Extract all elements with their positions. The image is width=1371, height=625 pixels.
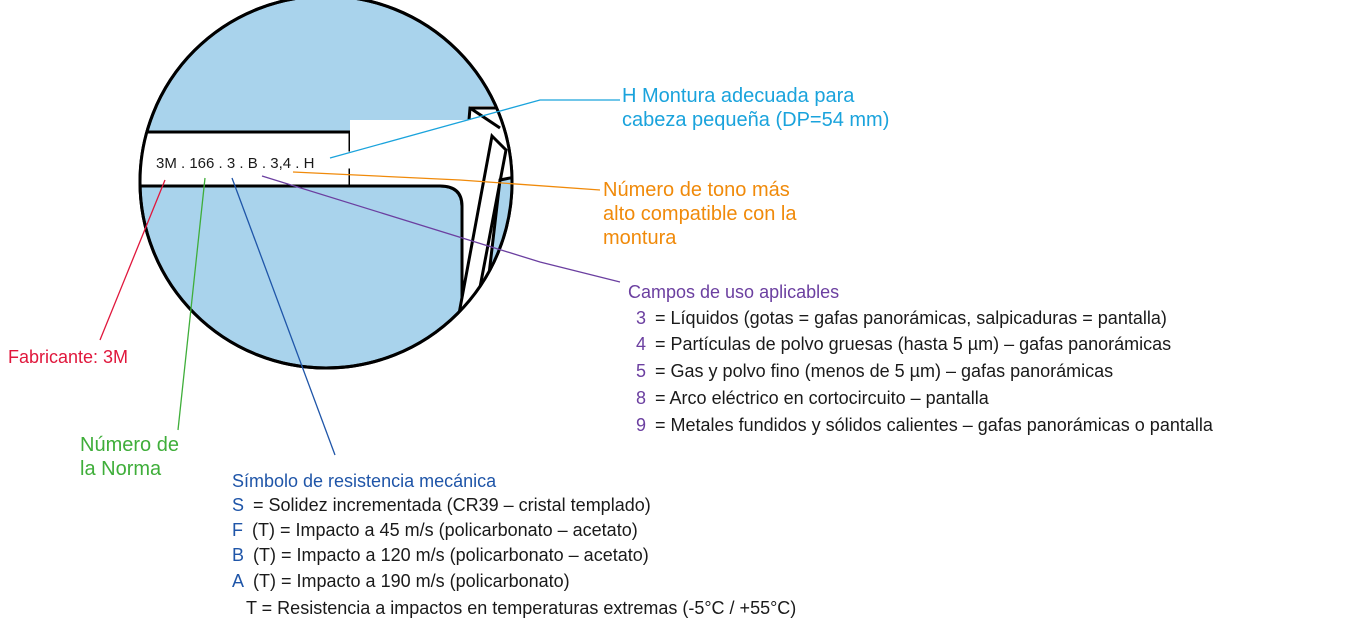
- callout-standard-line2: la Norma: [80, 458, 162, 480]
- magnifier-circle: [138, 0, 514, 370]
- line-standard: [177, 177, 206, 431]
- field-code: 8: [636, 388, 647, 408]
- mechanical-text: (T) = Impacto a 120 m/s (policarbonato –…: [253, 545, 649, 565]
- callout-lines: [99, 99, 621, 456]
- mechanical-item: A (T) = Impacto a 190 m/s (policarbonato…: [232, 570, 570, 592]
- fields-of-use-item: 4 = Partículas de polvo gruesas (hasta 5…: [636, 333, 1171, 355]
- line-mechanical: [231, 177, 336, 456]
- mechanical-item: B (T) = Impacto a 120 m/s (policarbonato…: [232, 544, 649, 566]
- callout-h-frame-line1: H Montura adecuada para: [622, 85, 855, 107]
- mechanical-text: = Solidez incrementada (CR39 – cristal t…: [253, 495, 651, 515]
- callout-h-frame: H Montura adecuada para cabeza pequeña (…: [622, 84, 889, 132]
- field-text: = Líquidos (gotas = gafas panorámicas, s…: [655, 308, 1167, 328]
- field-text: = Metales fundidos y sólidos calientes –…: [655, 415, 1213, 435]
- fields-of-use-item: 3 = Líquidos (gotas = gafas panorámicas,…: [636, 307, 1167, 329]
- mechanical-item: S = Solidez incrementada (CR39 – cristal…: [232, 494, 651, 516]
- callout-shade-line1: Número de tono más: [603, 179, 790, 201]
- callout-standard: Número de la Norma: [80, 433, 179, 481]
- line-manufacturer: [99, 179, 166, 341]
- field-text: = Partículas de polvo gruesas (hasta 5 µ…: [655, 334, 1172, 354]
- fields-of-use-title: Campos de uso aplicables: [628, 282, 840, 302]
- mechanical-item: F (T) = Impacto a 45 m/s (policarbonato …: [232, 519, 638, 541]
- line-fields: [261, 175, 621, 283]
- callout-h-frame-line2: cabeza pequeña (DP=54 mm): [622, 109, 890, 131]
- fields-of-use-item: 5 = Gas y polvo fino (menos de 5 µm) – g…: [636, 360, 1113, 382]
- callout-standard-line1: Número de: [80, 434, 179, 456]
- mechanical-title: Símbolo de resistencia mecánica: [232, 471, 497, 491]
- line-shade: [292, 171, 601, 191]
- mechanical-code: B: [232, 545, 245, 565]
- callout-shade-line2: alto compatible con la: [603, 203, 797, 225]
- mechanical-text: (T) = Impacto a 190 m/s (policarbonato): [253, 571, 570, 591]
- field-code: 5: [636, 361, 647, 381]
- mechanical-code: S: [232, 495, 245, 515]
- frame-marking: 3M . 166 . 3 . B . 3,4 . H: [156, 155, 314, 172]
- mechanical-note: T = Resistencia a impactos en temperatur…: [246, 598, 797, 618]
- callout-manufacturer: Fabricante: 3M: [8, 347, 129, 367]
- field-code: 4: [636, 334, 647, 354]
- line-h-frame: [329, 99, 620, 159]
- mechanical-code: A: [232, 571, 245, 591]
- field-code: 9: [636, 415, 647, 435]
- mechanical-text: (T) = Impacto a 45 m/s (policarbonato – …: [252, 520, 638, 540]
- callout-shade: Número de tono más alto compatible con l…: [603, 178, 796, 250]
- field-text: = Gas y polvo fino (menos de 5 µm) – gaf…: [655, 361, 1114, 381]
- mechanical-code: F: [232, 520, 243, 540]
- fields-of-use-item: 9 = Metales fundidos y sólidos calientes…: [636, 414, 1213, 436]
- fields-of-use-item: 8 = Arco eléctrico en cortocircuito – pa…: [636, 387, 989, 409]
- field-text: = Arco eléctrico en cortocircuito – pant…: [655, 388, 989, 408]
- callout-shade-line3: montura: [603, 227, 677, 249]
- field-code: 3: [636, 308, 647, 328]
